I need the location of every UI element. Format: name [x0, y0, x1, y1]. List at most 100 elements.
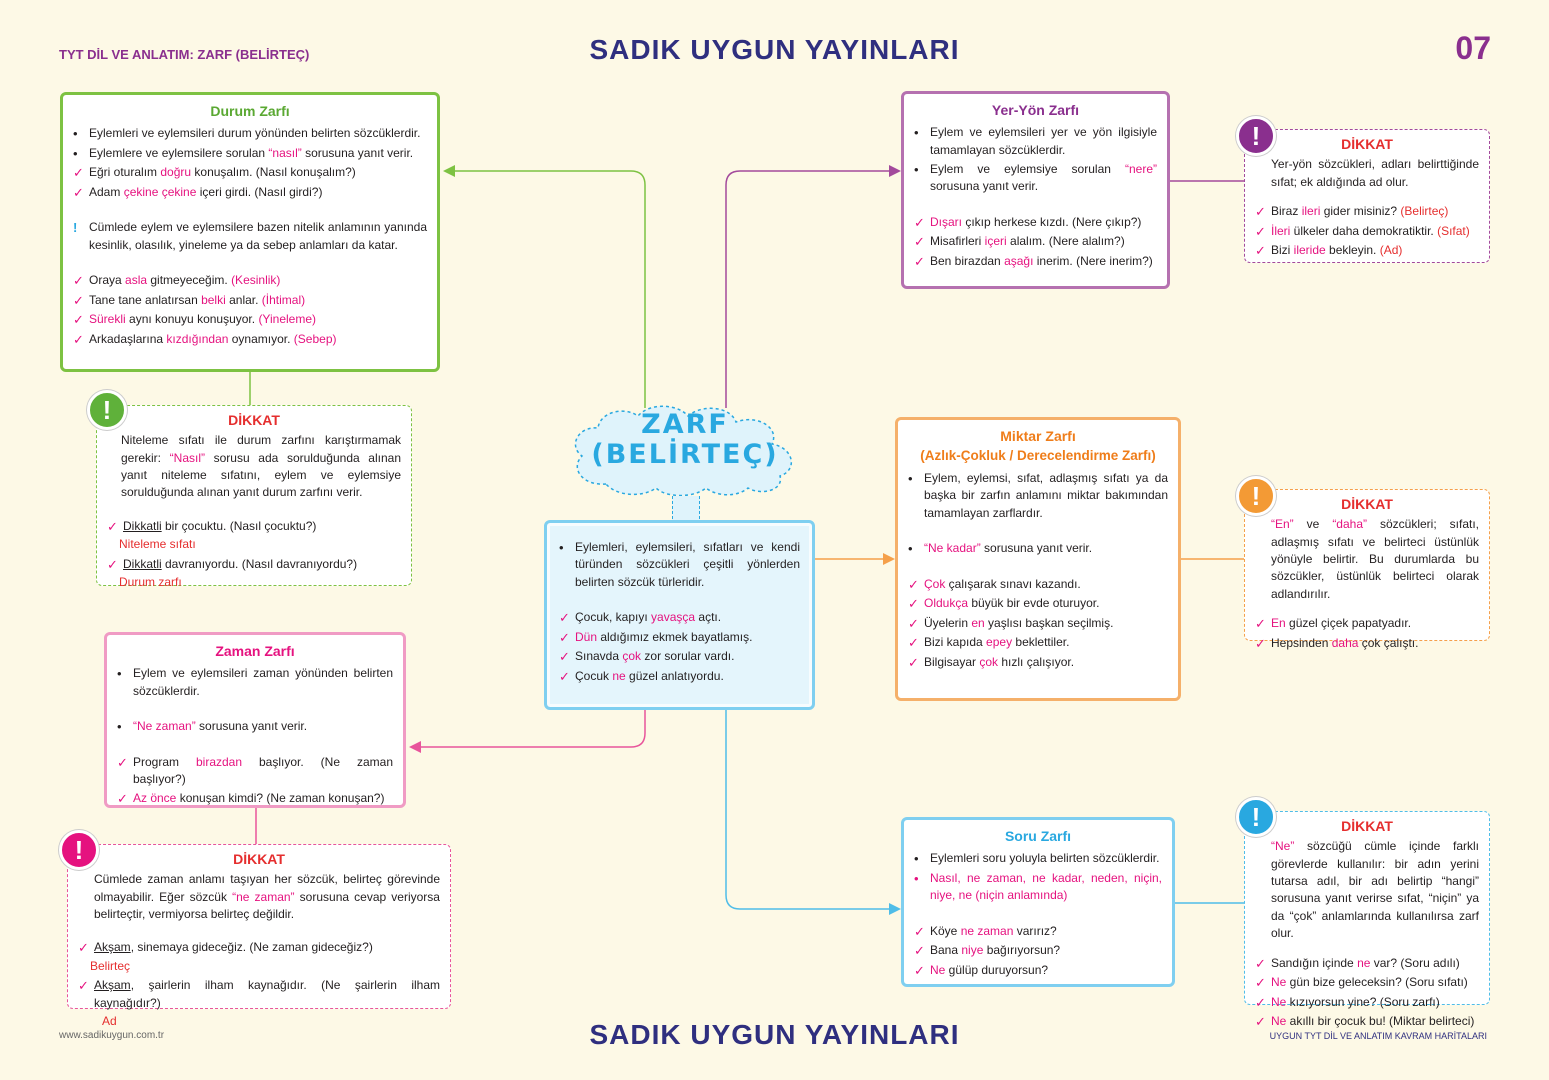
- check-icon: ✓: [107, 518, 118, 534]
- durum-example: Sürekli aynı konuyu konuşuyor. (Yineleme…: [89, 312, 317, 327]
- zaman-example: Program birazdan başlıyor. (Ne zaman baş…: [133, 754, 393, 787]
- dikkat-zaman-example: Akşam, şairlerin ilham kaynağıdır. (Ne ş…: [94, 978, 440, 1010]
- durum-bullet-1: Eylemleri ve eylemsileri durum yönünden …: [89, 126, 421, 141]
- dikkat-miktar-box: DİKKAT “En” ve “daha” sözcükleri; sıfatı…: [1244, 489, 1490, 651]
- check-icon: ✓: [117, 754, 128, 770]
- durum-example: Adam çekine çekine içeri girdi. (Nasıl g…: [89, 184, 323, 199]
- yeryon-example: Misafirleri içeri alalım. (Nere alalım?): [930, 234, 1125, 249]
- check-icon: ✓: [1255, 635, 1266, 651]
- check-icon: ✓: [73, 312, 84, 328]
- dikkat-zaman-box: DİKKAT Cümlede zaman anlamı taşıyan her …: [67, 844, 451, 1028]
- brand-header: SADIK UYGUN YAYINLARI: [589, 34, 960, 65]
- check-icon: ✓: [73, 165, 84, 181]
- dikkat-miktar-title: DİKKAT: [1341, 496, 1393, 512]
- check-icon: ✓: [908, 654, 919, 670]
- dikkat-durum-text: Niteleme sıfatı ile durum zarfını karışt…: [121, 433, 401, 500]
- check-icon: ✓: [1255, 994, 1266, 1010]
- check-icon: ✓: [914, 234, 925, 250]
- dikkat-miktar-example: Hepsinden daha çok çalıştı.: [1271, 635, 1419, 650]
- check-icon: ✓: [914, 253, 925, 269]
- check-icon: ✓: [914, 923, 925, 939]
- check-icon: ✓: [1255, 955, 1266, 971]
- durum-example: Arkadaşlarına kızdığından oynamıyor. (Se…: [89, 331, 337, 346]
- dikkat-miktar-example: En güzel çiçek papatyadır.: [1271, 616, 1412, 631]
- dikkat-soru-box: DİKKAT “Ne” sözcüğü cümle içinde farklı …: [1244, 811, 1490, 1029]
- page-number: 07: [1455, 30, 1491, 66]
- yeryon-zarfi-box: Yer-Yön Zarfı •Eylem ve eylemsileri yer …: [901, 91, 1170, 289]
- center-example: Dün aldığımız ekmek bayatlamış.: [575, 629, 753, 644]
- miktar-example: Bizi kapıda epey beklettiler.: [924, 635, 1070, 650]
- check-icon: ✓: [73, 331, 84, 347]
- soru-bullet-1: Eylemleri soru yoluyla belirten sözcükle…: [930, 851, 1160, 866]
- warning-icon: !: [59, 830, 99, 870]
- center-definition: Eylemleri, eylemsileri, sıfatları ve ken…: [575, 540, 800, 589]
- dikkat-soru-example: Sandığın içinde ne var? (Soru adılı): [1271, 955, 1460, 970]
- miktar-example: Üyelerin en yaşlısı başkan seçilmiş.: [924, 615, 1114, 630]
- cloud-title: ZARF (BELİRTEÇ): [591, 409, 779, 470]
- soru-example: Bana niye bağırıyorsun?: [930, 943, 1061, 958]
- yeryon-bullet-1: Eylem ve eylemsileri yer ve yön ilgisiyl…: [930, 125, 1157, 157]
- dikkat-miktar-text: “En” ve “daha” sözcükleri; sıfatı, adlaş…: [1271, 517, 1479, 601]
- durum-example: Oraya asla gitmeyeceğim. (Kesinlik): [89, 273, 281, 288]
- miktar-subtitle: (Azlık-Çokluk / Derecelendirme Zarfı): [920, 448, 1156, 464]
- yeryon-example: Ben birazdan aşağı inerim. (Nere inerim?…: [930, 253, 1153, 268]
- check-icon: ✓: [908, 615, 919, 631]
- cloud-shape: [574, 405, 792, 497]
- center-example: Çocuk ne güzel anlatıyordu.: [575, 668, 724, 683]
- check-icon: ✓: [1255, 243, 1266, 259]
- durum-title: Durum Zarfı: [210, 103, 290, 119]
- topic-title: TYT DİL VE ANLATIM: ZARF (BELİRTEÇ): [59, 47, 310, 62]
- check-icon: ✓: [559, 649, 570, 665]
- zaman-bullet-2: “Ne zaman” sorusuna yanıt verir.: [133, 719, 308, 734]
- center-example: Sınavda çok zor sorular vardı.: [575, 649, 735, 664]
- check-icon: ✓: [78, 940, 89, 956]
- check-icon: ✓: [107, 556, 118, 572]
- zaman-example: Az önce konuşan kimdi? (Ne zaman konuşan…: [133, 791, 385, 806]
- soru-zarfi-box: Soru Zarfı •Eylemleri soru yoluyla belir…: [901, 817, 1175, 987]
- dikkat-soru-example: Ne gün bize geleceksin? (Soru sıfatı): [1271, 975, 1468, 990]
- check-icon: ✓: [908, 635, 919, 651]
- dikkat-zaman-title: DİKKAT: [233, 851, 285, 867]
- miktar-example: Oldukça büyük bir evde oturuyor.: [924, 596, 1100, 611]
- check-icon: ✓: [1255, 204, 1266, 220]
- cloud-stem: [672, 496, 700, 524]
- website-link[interactable]: www.sadikuygun.com.tr: [59, 1030, 165, 1041]
- soru-example: Köye ne zaman varırız?: [930, 923, 1057, 938]
- check-icon: ✓: [73, 292, 84, 308]
- dikkat-durum-example: Dikkatli davranıyordu. (Nasıl davranıyor…: [123, 556, 358, 571]
- dikkat-yeryon-example: İleri ülkeler daha demokratiktir. (Sıfat…: [1271, 223, 1470, 238]
- yeryon-bullet-2: Eylem ve eylemsiye sorulan “nere” sorusu…: [930, 162, 1157, 194]
- warning-icon: !: [1236, 797, 1276, 837]
- dikkat-soru-title: DİKKAT: [1341, 818, 1393, 834]
- durum-note: Cümlede eylem ve eylemsilere bazen nitel…: [89, 220, 427, 252]
- check-icon: ✓: [908, 576, 919, 592]
- dikkat-yeryon-text: Yer-yön sözcükleri, adları belirttiğinde…: [1271, 157, 1479, 189]
- yeryon-title: Yer-Yön Zarfı: [991, 102, 1080, 118]
- dikkat-durum-sublabel: Durum zarfı: [119, 575, 182, 590]
- durum-example: Tane tane anlatırsan belki anlar. (İhtim…: [89, 292, 306, 307]
- dikkat-soru-example: Ne akıllı bir çocuk bu! (Miktar belirtec…: [1271, 1014, 1475, 1029]
- warning-icon: !: [1236, 116, 1276, 156]
- check-icon: ✓: [78, 978, 89, 994]
- dikkat-durum-box: DİKKAT Niteleme sıfatı ile durum zarfını…: [96, 405, 412, 589]
- soru-example: Ne gülüp duruyorsun?: [930, 962, 1049, 977]
- miktar-example: Çok çalışarak sınavı kazandı.: [924, 576, 1081, 591]
- check-icon: ✓: [1255, 975, 1266, 991]
- durum-bullet-2: Eylemlere ve eylemsilere sorulan “nasıl”…: [89, 145, 414, 160]
- check-icon: ✓: [73, 273, 84, 289]
- durum-example: Eğri oturalım doğru konuşalım. (Nasıl ko…: [89, 165, 356, 180]
- durum-zarfi-box: Durum Zarfı •Eylemleri ve eylemsileri du…: [60, 92, 440, 372]
- yeryon-example: Dışarı çıkıp herkese kızdı. (Nere çıkıp?…: [930, 214, 1142, 229]
- check-icon: ✓: [914, 962, 925, 978]
- check-icon: ✓: [1255, 223, 1266, 239]
- check-icon: ✓: [1255, 1014, 1266, 1030]
- check-icon: ✓: [914, 214, 925, 230]
- miktar-bullet-1: Eylem, eylemsi, sıfat, adlaşmış sıfatı y…: [924, 470, 1168, 520]
- dikkat-soru-text: “Ne” sözcüğü cümle içinde farklı görevle…: [1271, 839, 1479, 941]
- soru-bullet-2: Nasıl, ne zaman, ne kadar, neden, niçin,…: [930, 870, 1162, 903]
- miktar-title: Miktar Zarfı: [1000, 428, 1076, 444]
- miktar-zarfi-box: Miktar Zarfı (Azlık-Çokluk / Derecelendi…: [895, 417, 1181, 701]
- zaman-bullet-1: Eylem ve eylemsileri zaman yönünden beli…: [133, 666, 393, 698]
- check-icon: ✓: [1255, 616, 1266, 632]
